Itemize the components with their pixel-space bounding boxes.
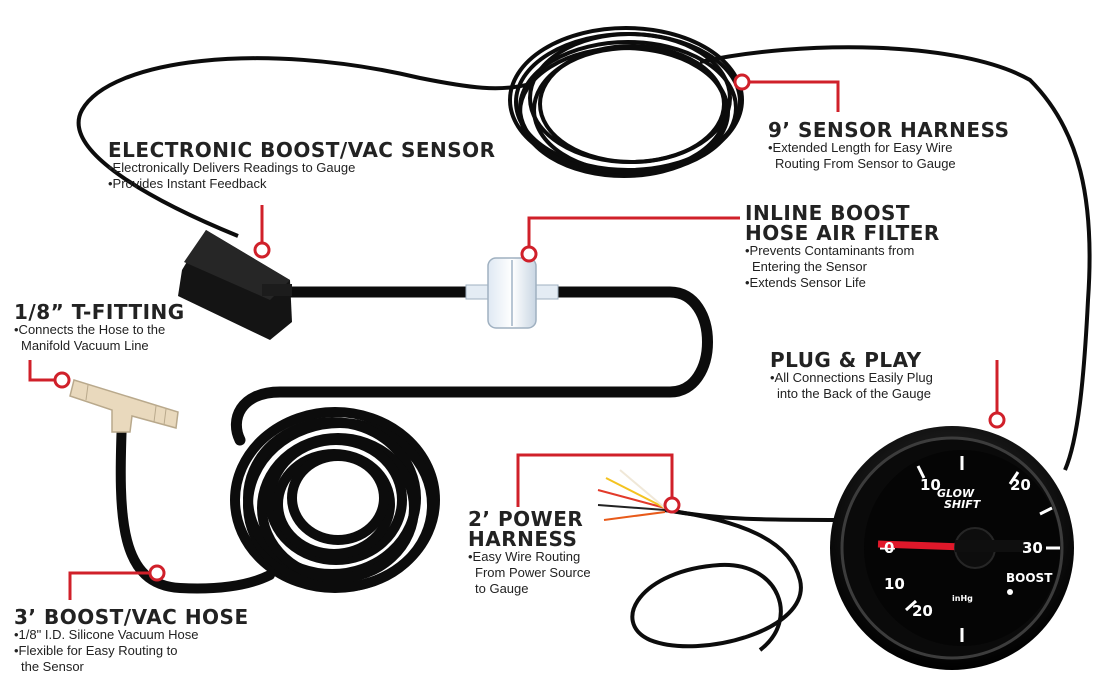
gauge-illustration <box>830 426 1074 670</box>
power-harness-illustration <box>597 469 861 652</box>
callout-title: ELECTRONIC BOOST/VAC SENSOR <box>108 138 496 162</box>
callout-bullet: From Power Source <box>475 565 591 580</box>
callout-title: INLINE BOOST <box>745 201 911 225</box>
t-fitting-dot <box>53 371 71 389</box>
leader-dots <box>53 73 1006 582</box>
callout-boost-hose: 3’ BOOST/VAC HOSE •1/8" I.D. Silicone Va… <box>14 607 249 675</box>
t-fitting-illustration <box>69 379 179 433</box>
callout-title: 9’ SENSOR HARNESS <box>768 118 1010 142</box>
sensor-harness-coil <box>508 26 744 178</box>
callout-bullet: •Provides Instant Feedback <box>108 176 267 191</box>
callout-bullet: •Extends Sensor Life <box>745 275 866 290</box>
plug-play-dot <box>988 411 1006 429</box>
sensor-dot <box>253 241 271 259</box>
callout-bullet: the Sensor <box>21 659 84 674</box>
gauge-scale-label: 10 <box>884 575 905 593</box>
callout-bullet: •Easy Wire Routing <box>468 549 581 564</box>
callout-plug-play: PLUG & PLAY •All Connections Easily Plug… <box>770 350 933 402</box>
gauge-scale-label: 10 <box>920 476 941 494</box>
callout-bullet: •Prevents Contaminants from <box>745 243 915 258</box>
sensor-harness-wire <box>76 45 1092 471</box>
sensor-harness-dot <box>733 73 751 91</box>
gauge-unit: inHg <box>952 594 973 603</box>
callout-bullet: to Gauge <box>475 581 529 596</box>
callout-bullet: •Electronically Delivers Readings to Gau… <box>108 160 356 175</box>
gauge-label: BOOST <box>1006 571 1053 585</box>
boost-hose <box>230 286 713 446</box>
gauge-scale-label: 20 <box>912 602 933 620</box>
callout-title: PLUG & PLAY <box>770 348 922 372</box>
callout-sensor: ELECTRONIC BOOST/VAC SENSOR •Electronica… <box>108 140 496 192</box>
air-filter-illustration <box>465 257 559 329</box>
gauge-scale-label: 0 <box>884 539 894 557</box>
gauge-face-text: 10 20 30 0 10 20 GLOW SHIFT BOOST inHg <box>884 476 1053 620</box>
callout-title: HOSE AIR FILTER <box>745 221 940 245</box>
callout-bullet: •Extended Length for Easy Wire <box>768 140 953 155</box>
gauge-scale-label: 30 <box>1022 539 1043 557</box>
callout-bullet: •1/8" I.D. Silicone Vacuum Hose <box>14 627 199 642</box>
callout-title: 3’ BOOST/VAC HOSE <box>14 605 249 629</box>
callout-bullet: Entering the Sensor <box>752 259 867 274</box>
boost-hose-coil <box>230 407 440 593</box>
air-filter-dot <box>520 245 538 263</box>
gauge-brand: SHIFT <box>944 498 982 511</box>
callout-bullet: •Connects the Hose to the <box>14 322 166 337</box>
callout-sensor-harness: 9’ SENSOR HARNESS •Extended Length for E… <box>768 120 1009 172</box>
gauge-ticks <box>880 456 1060 642</box>
boost-hose-dot <box>148 564 166 582</box>
callout-bullet: •All Connections Easily Plug <box>770 370 933 385</box>
callout-title: 2’ POWER <box>468 507 584 531</box>
callout-bullet: Routing From Sensor to Gauge <box>775 156 956 171</box>
power-harness-dot <box>663 496 681 514</box>
gauge-scale-label: 20 <box>1010 476 1031 494</box>
sensor-box-illustration <box>178 230 292 340</box>
callout-power-harness: 2’ POWER HARNESS •Easy Wire Routing From… <box>468 509 591 597</box>
callout-t-fitting: 1/8” T-FITTING •Connects the Hose to the… <box>14 302 185 354</box>
callout-bullet: •Flexible for Easy Routing to <box>14 643 178 658</box>
callout-air-filter: INLINE BOOST HOSE AIR FILTER •Prevents C… <box>745 203 940 291</box>
gauge-brand: GLOW <box>937 487 975 500</box>
boost-hose-lower <box>115 415 275 594</box>
callout-title: HARNESS <box>468 527 578 551</box>
callout-title: 1/8” T-FITTING <box>14 300 185 324</box>
callout-bullet: into the Back of the Gauge <box>777 386 931 401</box>
callout-bullet: Manifold Vacuum Line <box>21 338 149 353</box>
